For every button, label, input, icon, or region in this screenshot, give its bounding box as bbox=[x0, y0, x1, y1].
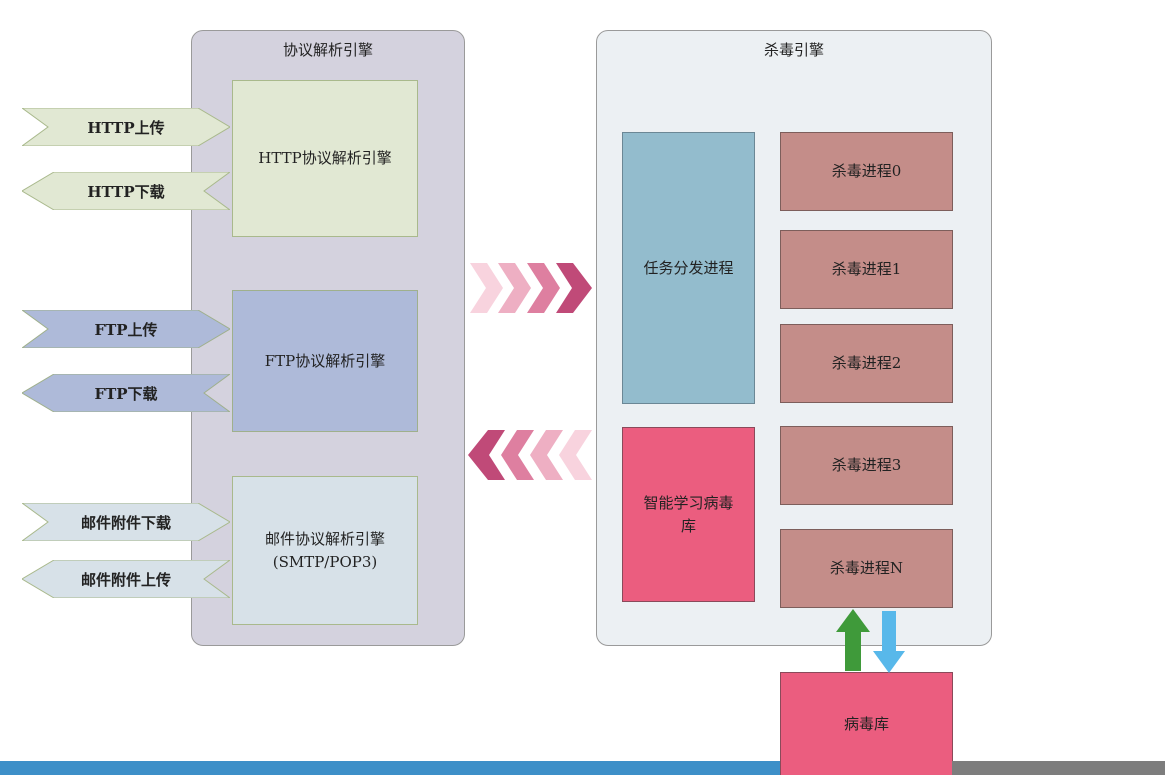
ftp-engine-box: FTP协议解析引擎 bbox=[232, 290, 418, 432]
update-up-arrow bbox=[836, 609, 870, 671]
mail-upload-arrow: 邮件附件上传 bbox=[22, 560, 230, 598]
av-process-0-label: 杀毒进程0 bbox=[831, 162, 902, 181]
av-process-3: 杀毒进程3 bbox=[780, 426, 953, 505]
http-upload-arrow: HTTP上传 bbox=[22, 108, 230, 146]
virus-db-box: 病毒库 bbox=[780, 672, 953, 775]
ftp-engine-label: FTP协议解析引擎 bbox=[264, 351, 386, 370]
mail-download-label: 邮件附件下载 bbox=[80, 513, 171, 532]
av-process-2: 杀毒进程2 bbox=[780, 324, 953, 403]
av-process-3-label: 杀毒进程3 bbox=[831, 456, 902, 475]
http-engine-label: HTTP协议解析引擎 bbox=[258, 149, 392, 168]
av-process-n: 杀毒进程N bbox=[780, 529, 953, 608]
ftp-upload-label: FTP上传 bbox=[94, 320, 158, 339]
ftp-download-arrow: FTP下载 bbox=[22, 374, 230, 412]
footer-bar-blue bbox=[0, 761, 780, 775]
ftp-upload-arrow: FTP上传 bbox=[22, 310, 230, 348]
mail-engine-label: 邮件协议解析引擎 bbox=[264, 530, 385, 548]
return-chevron-4 bbox=[468, 430, 505, 480]
learning-virus-db-label-cont: 库 bbox=[680, 516, 696, 535]
mail-engine-box: 邮件协议解析引擎 (SMTP/POP3) bbox=[232, 476, 418, 625]
task-dispatcher-label: 任务分发进程 bbox=[643, 258, 734, 277]
av-process-2-label: 杀毒进程2 bbox=[831, 354, 902, 373]
task-dispatcher-box: 任务分发进程 bbox=[622, 132, 755, 404]
virus-db-label: 病毒库 bbox=[843, 715, 889, 734]
return-chevron-2 bbox=[530, 430, 563, 480]
http-download-arrow: HTTP下载 bbox=[22, 172, 230, 210]
av-process-1-label: 杀毒进程1 bbox=[831, 260, 902, 279]
forward-chevron-2 bbox=[498, 263, 531, 313]
return-chevron-arrows bbox=[468, 430, 592, 480]
protocol-engine-title: 协议解析引擎 bbox=[282, 41, 373, 59]
mail-upload-label: 邮件附件上传 bbox=[80, 570, 171, 589]
query-down-arrow bbox=[873, 611, 905, 673]
learning-virus-db-label: 智能学习病毒 bbox=[643, 494, 734, 512]
forward-chevron-3 bbox=[527, 263, 560, 313]
ftp-download-label: FTP下载 bbox=[94, 384, 158, 403]
return-chevron-1 bbox=[559, 430, 592, 480]
forward-chevron-1 bbox=[470, 263, 503, 313]
forward-chevron-arrows bbox=[470, 263, 592, 313]
av-process-0: 杀毒进程0 bbox=[780, 132, 953, 211]
mail-download-arrow: 邮件附件下载 bbox=[22, 503, 230, 541]
forward-chevron-4 bbox=[556, 263, 592, 313]
av-process-n-label: 杀毒进程N bbox=[829, 559, 904, 578]
learning-virus-db-box: 智能学习病毒 库 bbox=[622, 427, 755, 602]
http-upload-label: HTTP上传 bbox=[87, 118, 165, 137]
antivirus-engine-title: 杀毒引擎 bbox=[763, 41, 824, 59]
av-process-1: 杀毒进程1 bbox=[780, 230, 953, 309]
http-download-label: HTTP下载 bbox=[87, 182, 165, 201]
http-engine-box: HTTP协议解析引擎 bbox=[232, 80, 418, 237]
return-chevron-3 bbox=[501, 430, 534, 480]
footer-bar-gray bbox=[952, 761, 1165, 775]
mail-engine-protocols: (SMTP/POP3) bbox=[272, 552, 378, 571]
